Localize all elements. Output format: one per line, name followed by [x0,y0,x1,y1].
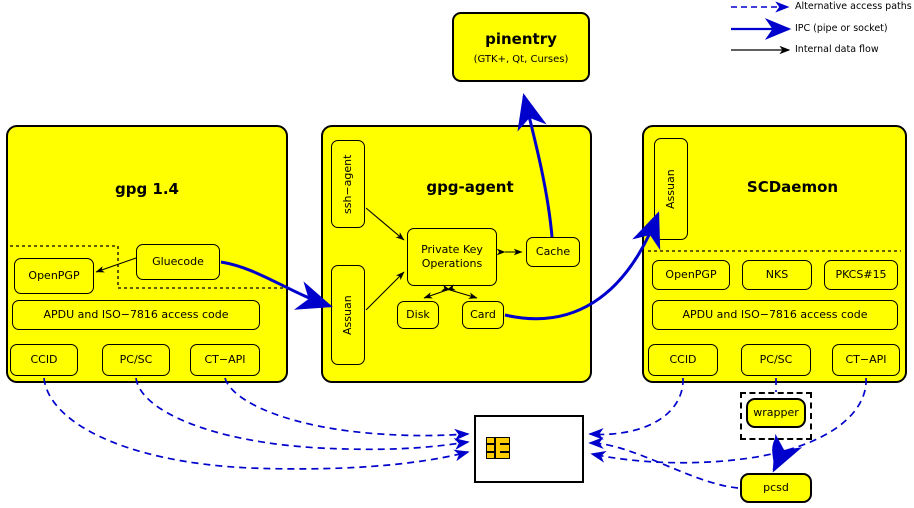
gpg14-driver-ctapi[interactable]: CT−API [190,344,260,376]
scdaemon-app-openpgp[interactable]: OpenPGP [652,260,730,290]
smartcard-chip-icon [486,437,510,459]
gpg-agent-card-box[interactable]: Card [462,301,504,329]
pko-line-1: Private Key [421,243,483,257]
gpg-agent-ssh-agent-box[interactable]: ssh−agent [331,140,365,228]
gpg-agent-cache-box[interactable]: Cache [526,237,580,267]
scdaemon-assuan-box[interactable]: Assuan [654,138,688,240]
gpg-agent-disk-box[interactable]: Disk [397,301,439,329]
legend-label-internal: Internal data flow [795,44,879,55]
scdaemon-driver-pcsc[interactable]: PC/SC [741,344,811,376]
legend-label-ipc: IPC (pipe or socket) [795,23,888,34]
gpg14-title: gpg 1.4 [114,180,179,198]
scdaemon-driver-ctapi[interactable]: CT−API [832,344,900,376]
gpg-agent-assuan-box[interactable]: Assuan [331,265,365,365]
pko-line-2: Operations [421,257,483,270]
scdaemon-apdu-box[interactable]: APDU and ISO−7816 access code [652,300,898,330]
gpg14-apdu-box[interactable]: APDU and ISO−7816 access code [12,300,260,330]
scdaemon-driver-ccid[interactable]: CCID [648,344,718,376]
gpg14-openpgp-box[interactable]: OpenPGP [14,258,94,294]
pinentry-title: pinentry [485,29,557,48]
gpg14-gluecode-box[interactable]: Gluecode [136,244,220,280]
gpg14-driver-ccid[interactable]: CCID [10,344,78,376]
legend-label-alt: Alternative access paths [795,1,912,12]
scdaemon-app-pkcs15[interactable]: PKCS#15 [824,260,898,290]
pinentry-box[interactable]: pinentry (GTK+, Qt, Curses) [452,12,590,82]
gpg14-driver-pcsc[interactable]: PC/SC [102,344,170,376]
gpg-agent-title: gpg-agent [426,178,514,196]
scdaemon-app-nks[interactable]: NKS [742,260,812,290]
pinentry-subtitle: (GTK+, Qt, Curses) [473,53,569,65]
gpg-agent-private-key-operations-box[interactable]: Private Key Operations [407,228,497,286]
pcsd-box[interactable]: pcsd [740,473,812,503]
scdaemon-title: SCDaemon [746,178,839,196]
wrapper-box[interactable]: wrapper [746,398,806,428]
